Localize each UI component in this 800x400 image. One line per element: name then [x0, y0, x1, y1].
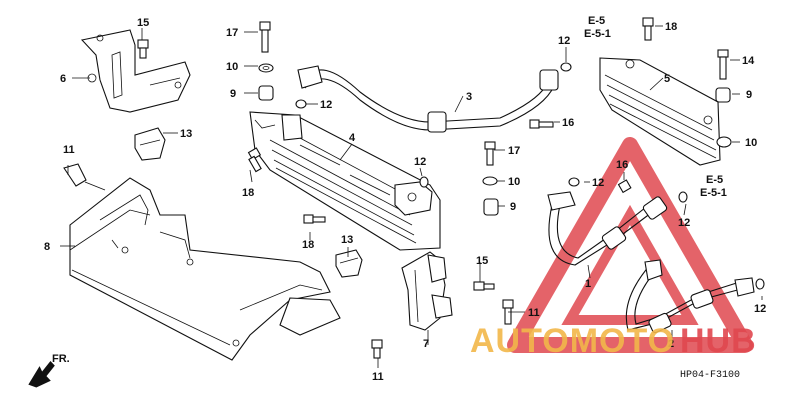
label-9c: 9	[746, 89, 752, 101]
watermark-text-b: HUB	[680, 322, 757, 360]
bolt-part-14	[717, 49, 729, 80]
label-12e: 12	[678, 217, 690, 229]
bolt-part-17b	[484, 141, 496, 166]
label-17b: 17	[508, 145, 520, 157]
clip-part-13b	[335, 249, 363, 278]
label-12d: 12	[592, 177, 604, 189]
washer-part-10a	[258, 63, 274, 73]
oil-cooler-part-5	[599, 57, 721, 166]
ref-e5-right: E-5	[706, 174, 723, 186]
grommet-part-9b	[483, 198, 499, 216]
grommet-part-9a	[258, 85, 274, 101]
bolt-part-15b	[473, 281, 495, 291]
label-12c: 12	[558, 35, 570, 47]
label-14: 14	[742, 55, 755, 67]
bolt-part-16a	[529, 119, 554, 129]
hose-part-1	[547, 191, 668, 266]
label-12a: 12	[320, 99, 332, 111]
washer-part-10c	[716, 136, 732, 148]
bolt-part-17a	[259, 21, 271, 53]
diagram-code: HP04-F3100	[680, 370, 740, 381]
label-10a: 10	[226, 61, 238, 73]
washer-part-10b	[482, 176, 498, 186]
label-18a: 18	[242, 187, 254, 199]
label-1: 1	[585, 278, 591, 290]
cross-references: E-5 E-5-1 E-5 E-5-1	[584, 15, 727, 199]
washer-part-12d	[568, 177, 580, 187]
washer-part-12e	[678, 191, 688, 203]
label-8: 8	[44, 241, 50, 253]
washer-part-12c	[560, 62, 572, 72]
part-labels: 15 6 11 13 8 17 10 9 12 4 18 3 12 17 10 …	[44, 17, 766, 383]
bolt-part-11c	[371, 339, 383, 359]
bracket-part-6	[80, 29, 191, 113]
label-7: 7	[423, 338, 429, 350]
label-4: 4	[349, 132, 356, 144]
hose-part-3	[297, 65, 559, 133]
oil-cooler-part-4	[249, 111, 441, 251]
watermark-text-a: AUTOMOTO	[470, 322, 675, 360]
bolt-part-18b	[303, 214, 326, 224]
label-16b: 16	[616, 159, 628, 171]
label-18b: 18	[302, 239, 314, 251]
bolt-part-11b	[502, 299, 514, 325]
label-11a: 11	[63, 144, 75, 156]
label-17a: 17	[226, 27, 238, 39]
label-13b: 13	[341, 234, 353, 246]
ref-e51-right: E-5-1	[700, 187, 727, 199]
hose-part-2	[625, 259, 755, 334]
bolt-part-18c	[642, 17, 654, 41]
bolt-part-15a	[137, 39, 149, 59]
washer-part-12a	[295, 99, 307, 109]
label-9a: 9	[230, 88, 236, 100]
front-label: FR.	[52, 353, 70, 365]
label-11b: 11	[528, 307, 540, 319]
ref-e5-top: E-5	[588, 15, 605, 27]
ref-e51-top: E-5-1	[584, 28, 611, 40]
label-16a: 16	[562, 117, 574, 129]
guard-part-8	[69, 177, 341, 361]
label-10c: 10	[745, 137, 757, 149]
label-12f: 12	[754, 303, 766, 315]
bolt-part-11a	[63, 163, 87, 187]
label-12b: 12	[414, 156, 426, 168]
label-15a: 15	[137, 17, 149, 29]
bolt-part-18a	[247, 147, 262, 173]
label-13a: 13	[180, 128, 192, 140]
grommet-part-9c	[715, 87, 731, 103]
watermark-logo: AUTOMOTO HUB	[470, 322, 757, 360]
bolt-part-16b	[617, 179, 632, 194]
label-3: 3	[466, 91, 472, 103]
front-direction-arrow: FR.	[28, 353, 70, 388]
label-10b: 10	[508, 176, 520, 188]
label-11c: 11	[372, 371, 384, 383]
washer-part-12f	[755, 278, 765, 290]
label-9b: 9	[510, 201, 516, 213]
label-2: 2	[668, 338, 674, 350]
label-15b: 15	[476, 255, 488, 267]
clip-part-13a	[134, 127, 166, 161]
bracket-part-7	[401, 251, 453, 331]
label-5: 5	[664, 73, 670, 85]
label-6: 6	[60, 73, 66, 85]
leader-lines	[60, 25, 763, 368]
washer-part-12b	[419, 176, 429, 188]
label-18c: 18	[665, 21, 677, 33]
